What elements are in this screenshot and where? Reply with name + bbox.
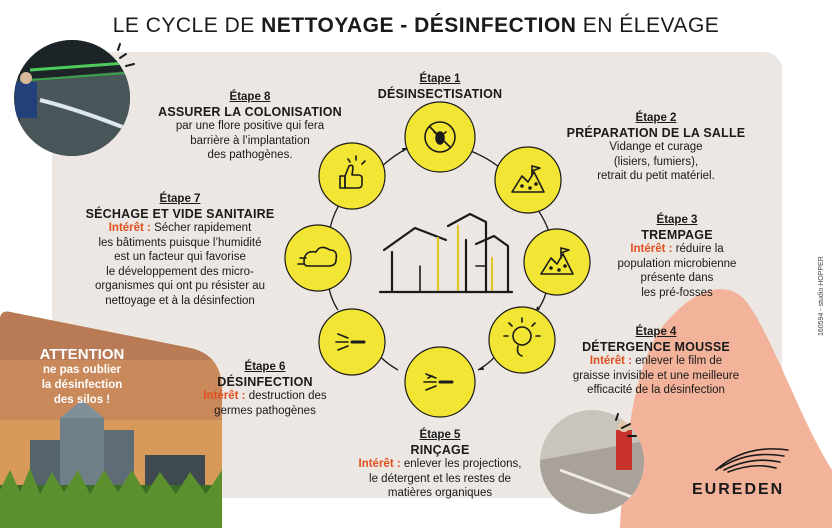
step-text-line: destruction des xyxy=(248,390,327,402)
step-7-circle xyxy=(284,224,352,292)
cleaning-photo xyxy=(540,410,644,514)
attention-heading: ATTENTION xyxy=(39,346,125,363)
drying-wind-icon xyxy=(297,246,338,267)
step-text-line: est un facteur qui favorise xyxy=(114,251,246,263)
step-2-circle xyxy=(494,146,562,214)
step-7-label: Étape 7 SÉCHAGE ET VIDE SANITAIRE Intérê… xyxy=(70,192,290,308)
step-text-line: les bâtiments puisque l’humidité xyxy=(98,236,262,249)
page-title: LE CYCLE DE NETTOYAGE - DÉSINFECTION EN … xyxy=(0,14,832,38)
step-text-line: nettoyage et à la désinfection xyxy=(105,294,255,307)
interet-label: Intérêt : xyxy=(630,243,673,255)
step-text-line: le détergent et les restes de xyxy=(369,472,511,485)
vertical-credit: 160594 - studio HOPPER xyxy=(818,256,825,336)
step-text-line: Vidange et curage xyxy=(609,141,703,153)
barn-interior-photo xyxy=(14,40,130,156)
step-3-label: Étape 3 TREMPAGE Intérêt : réduire la po… xyxy=(602,213,752,300)
insect-icon xyxy=(424,121,456,153)
step-text-line: graisse invisible et une meilleure xyxy=(572,369,740,382)
disinfection-spray-icon xyxy=(335,333,366,351)
attention-note: ATTENTION ne pas oublier la désinfection… xyxy=(22,346,142,408)
step-text-line: présente dans xyxy=(640,272,714,284)
title-prefix: LE CYCLE DE xyxy=(112,14,262,37)
title-highlight: NETTOYAGE - DÉSINFECTION xyxy=(261,14,577,37)
thumbs-up-icon xyxy=(339,155,366,189)
spark-mark-right xyxy=(615,413,637,437)
step-text-line: des pathogènes. xyxy=(207,149,293,161)
step-text-line: retrait du petit matériel. xyxy=(597,170,715,182)
spark-mark-left xyxy=(117,43,135,67)
step-8-label: Étape 8 ASSURER LA COLONISATION par une … xyxy=(140,90,360,163)
soaking-pile-icon xyxy=(540,247,574,275)
step-name: RINÇAGE xyxy=(410,442,470,457)
step-8-circle xyxy=(318,142,386,210)
step-5-label: Étape 5 RINÇAGE Intérêt : enlever les pr… xyxy=(330,428,550,501)
step-text-line: (lisiers, fumiers), xyxy=(613,155,699,168)
interet-label: Intérêt : xyxy=(108,222,151,234)
step-text-line: enlever le film de xyxy=(635,355,723,367)
step-text-line: enlever les projections, xyxy=(403,458,522,470)
step-1-label: Étape 1 DÉSINSECTISATION xyxy=(370,72,510,101)
step-name: TREMPAGE xyxy=(641,227,713,242)
step-number: Étape 4 xyxy=(635,326,677,338)
interet-label: Intérêt : xyxy=(358,458,401,470)
peach-corner-shape xyxy=(620,289,832,528)
step-2-label: Étape 2 PRÉPARATION DE LA SALLE Vidange … xyxy=(556,111,756,184)
step-number: Étape 7 xyxy=(159,193,201,205)
step-name: PRÉPARATION DE LA SALLE xyxy=(566,125,746,140)
silo-photo xyxy=(0,311,222,528)
step-number: Étape 3 xyxy=(656,214,698,226)
foam-icon xyxy=(503,317,541,357)
step-text-line: réduire la xyxy=(675,243,724,255)
step-text-line: germes pathogènes xyxy=(214,404,316,417)
step-4-label: Étape 4 DÉTERGENCE MOUSSE Intérêt : enle… xyxy=(556,325,756,398)
step-text-line: organismes qui ont pu résister au xyxy=(94,280,266,292)
step-name: SÉCHAGE ET VIDE SANITAIRE xyxy=(85,206,275,221)
title-suffix: EN ÉLEVAGE xyxy=(576,14,720,37)
step-name: DÉSINFECTION xyxy=(217,374,313,389)
step-text-line: Sécher rapidement xyxy=(154,222,252,234)
step-4-circle xyxy=(488,306,556,374)
step-number: Étape 8 xyxy=(229,91,271,103)
attention-line: la désinfection xyxy=(41,379,123,391)
interet-label: Intérêt : xyxy=(589,355,633,367)
eureden-logo-mark xyxy=(715,448,789,473)
step-circles xyxy=(284,101,591,418)
step-name: DÉTERGENCE MOUSSE xyxy=(582,339,730,354)
interet-label: Intérêt : xyxy=(203,390,246,402)
step-text-line: par une flore positive qui fera xyxy=(175,120,325,132)
step-3-circle xyxy=(523,228,591,296)
attention-line: des silos ! xyxy=(53,394,111,406)
step-name: ASSURER LA COLONISATION xyxy=(158,104,342,119)
step-text-line: population microbienne xyxy=(617,257,737,270)
step-text-line: efficacité de la désinfection xyxy=(587,384,725,396)
step-number: Étape 5 xyxy=(419,429,461,441)
step-number: Étape 6 xyxy=(244,361,286,373)
step-text-line: barrière à l’implantation xyxy=(190,134,310,147)
step-text-line: les pré-fosses xyxy=(641,286,713,299)
step-text-line: le développement des micro- xyxy=(106,265,254,278)
step-number: Étape 2 xyxy=(635,112,677,124)
step-text-line: matières organiques xyxy=(387,487,493,499)
brand-name: EUREDEN xyxy=(692,481,785,498)
manure-pile-icon xyxy=(511,165,545,193)
farm-building-icon xyxy=(378,212,514,294)
step-6-label: Étape 6 DÉSINFECTION Intérêt : destructi… xyxy=(190,360,340,418)
rinse-spray-icon xyxy=(423,373,454,391)
attention-line: ne pas oublier xyxy=(43,364,121,376)
step-name: DÉSINSECTISATION xyxy=(377,86,503,101)
step-number: Étape 1 xyxy=(419,73,461,85)
